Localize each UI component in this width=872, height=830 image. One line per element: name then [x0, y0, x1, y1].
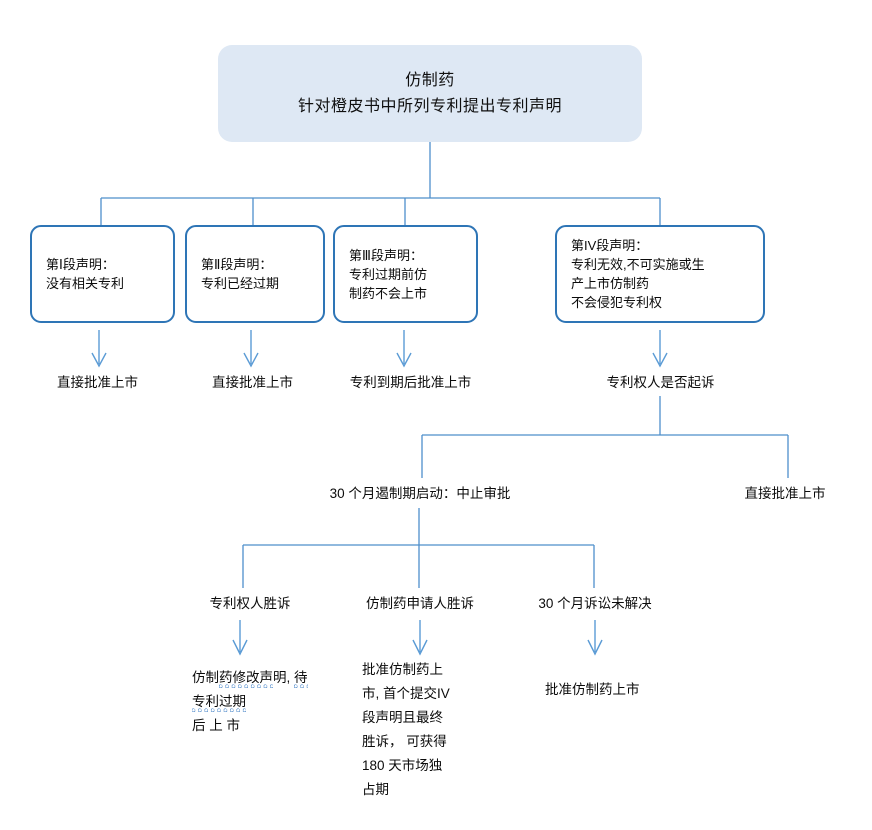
final-result-amend-segment-0: 仿制 — [192, 670, 219, 685]
arrow-head-w3 — [587, 639, 603, 656]
arrow-head-2 — [243, 352, 259, 368]
litigation-label-patentee-wins: 专利权人胜诉 — [209, 596, 291, 611]
outcome-label-2: 直接批准上市 — [212, 375, 293, 390]
outcome-label-3: 专利到期后批准上市 — [349, 375, 472, 390]
arrow-head-w1 — [232, 639, 248, 656]
stay-period-label: 30 个月遏制期启动：中止审批 — [329, 486, 511, 501]
final-result-approve: 批准仿制药上市 — [545, 682, 640, 697]
statement-box-para-2[interactable]: 第Ⅱ段声明： 专利已经过期 — [185, 225, 325, 323]
arrow-head-3 — [396, 352, 412, 368]
final-result-amend-segment-1: 药修改声 — [219, 670, 273, 688]
final-result-exclusivity: 批准仿制药上 市, 首个提交IV 段声明且最终 胜诉， 可获得 180 天市场独… — [362, 662, 450, 797]
statement-box-para-4[interactable]: 第IV段声明： 专利无效,不可实施或生 产上市仿制药 不会侵犯专利权 — [555, 225, 765, 323]
litigation-label-unresolved: 30 个月诉讼未解决 — [538, 596, 652, 611]
statement-box-para-4-label: 第IV段声明： 专利无效,不可实施或生 产上市仿制药 不会侵犯专利权 — [571, 238, 705, 310]
statement-box-para-1-label: 第Ⅰ段声明： 没有相关专利 — [46, 257, 125, 291]
title-box: 仿制药 针对橙皮书中所列专利提出专利声明 — [218, 45, 642, 142]
outcome-label-1: 直接批准上市 — [57, 375, 138, 390]
arrow-head-4 — [652, 352, 668, 368]
outcome-label-4: 专利权人是否起诉 — [606, 375, 715, 390]
litigation-label-applicant-wins: 仿制药申请人胜诉 — [366, 596, 474, 611]
final-result-amend-segment-2: 明, — [273, 670, 295, 685]
final-result-amend: 仿制药修改声明, 待专利过期 后 上 市 — [192, 666, 312, 738]
arrow-head-1 — [91, 352, 107, 368]
statement-box-para-2-label: 第Ⅱ段声明： 专利已经过期 — [201, 257, 280, 291]
statement-box-para-3[interactable]: 第Ⅲ段声明： 专利过期前仿 制药不会上市 — [333, 225, 478, 323]
title-line-2: 针对橙皮书中所列专利提出专利声明 — [297, 97, 562, 115]
title-line-1: 仿制药 — [405, 71, 455, 89]
no-suit-approval-label: 直接批准上市 — [744, 486, 826, 501]
statement-box-para-1[interactable]: 第Ⅰ段声明： 没有相关专利 — [30, 225, 175, 323]
arrow-head-w2 — [412, 639, 428, 656]
final-result-amend-segment-4: 后 上 市 — [192, 718, 241, 733]
statement-box-para-3-label: 第Ⅲ段声明： 专利过期前仿 制药不会上市 — [349, 247, 428, 301]
